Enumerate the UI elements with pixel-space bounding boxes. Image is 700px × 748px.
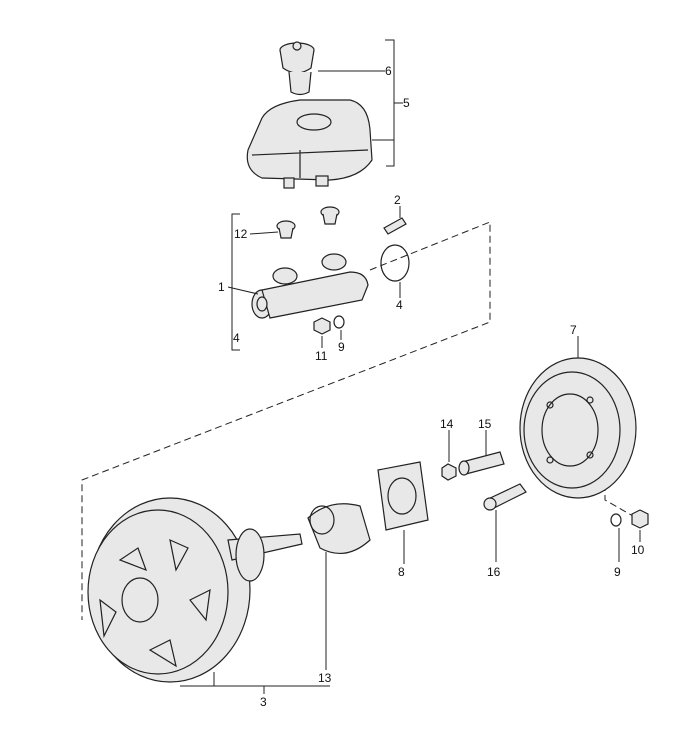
callout-15: 15 [478,417,492,431]
callout-10: 10 [631,543,645,557]
callout-9-right: 9 [614,565,621,579]
callout-5: 5 [403,96,410,110]
callout-12: 12 [234,227,248,241]
callout-4-group: 4 [233,331,240,345]
callout-14: 14 [440,417,454,431]
grommets [276,206,340,239]
master-cylinder [251,253,369,319]
callout-6: 6 [385,64,392,78]
callout-4-o-ring: 4 [396,298,403,312]
callout-1: 1 [218,280,225,294]
reservoir-cap [279,41,315,96]
callout-9: 9 [338,340,345,354]
callout-11: 11 [315,349,328,363]
callout-3: 3 [260,695,267,709]
reservoir [246,99,373,189]
booster-plate [519,357,637,499]
brake-booster [87,497,303,683]
callout-8: 8 [398,565,405,579]
boot [307,503,371,555]
callout-2: 2 [394,193,401,207]
callout-7: 7 [570,323,577,337]
callout-13: 13 [318,671,332,685]
callout-16: 16 [487,565,501,579]
